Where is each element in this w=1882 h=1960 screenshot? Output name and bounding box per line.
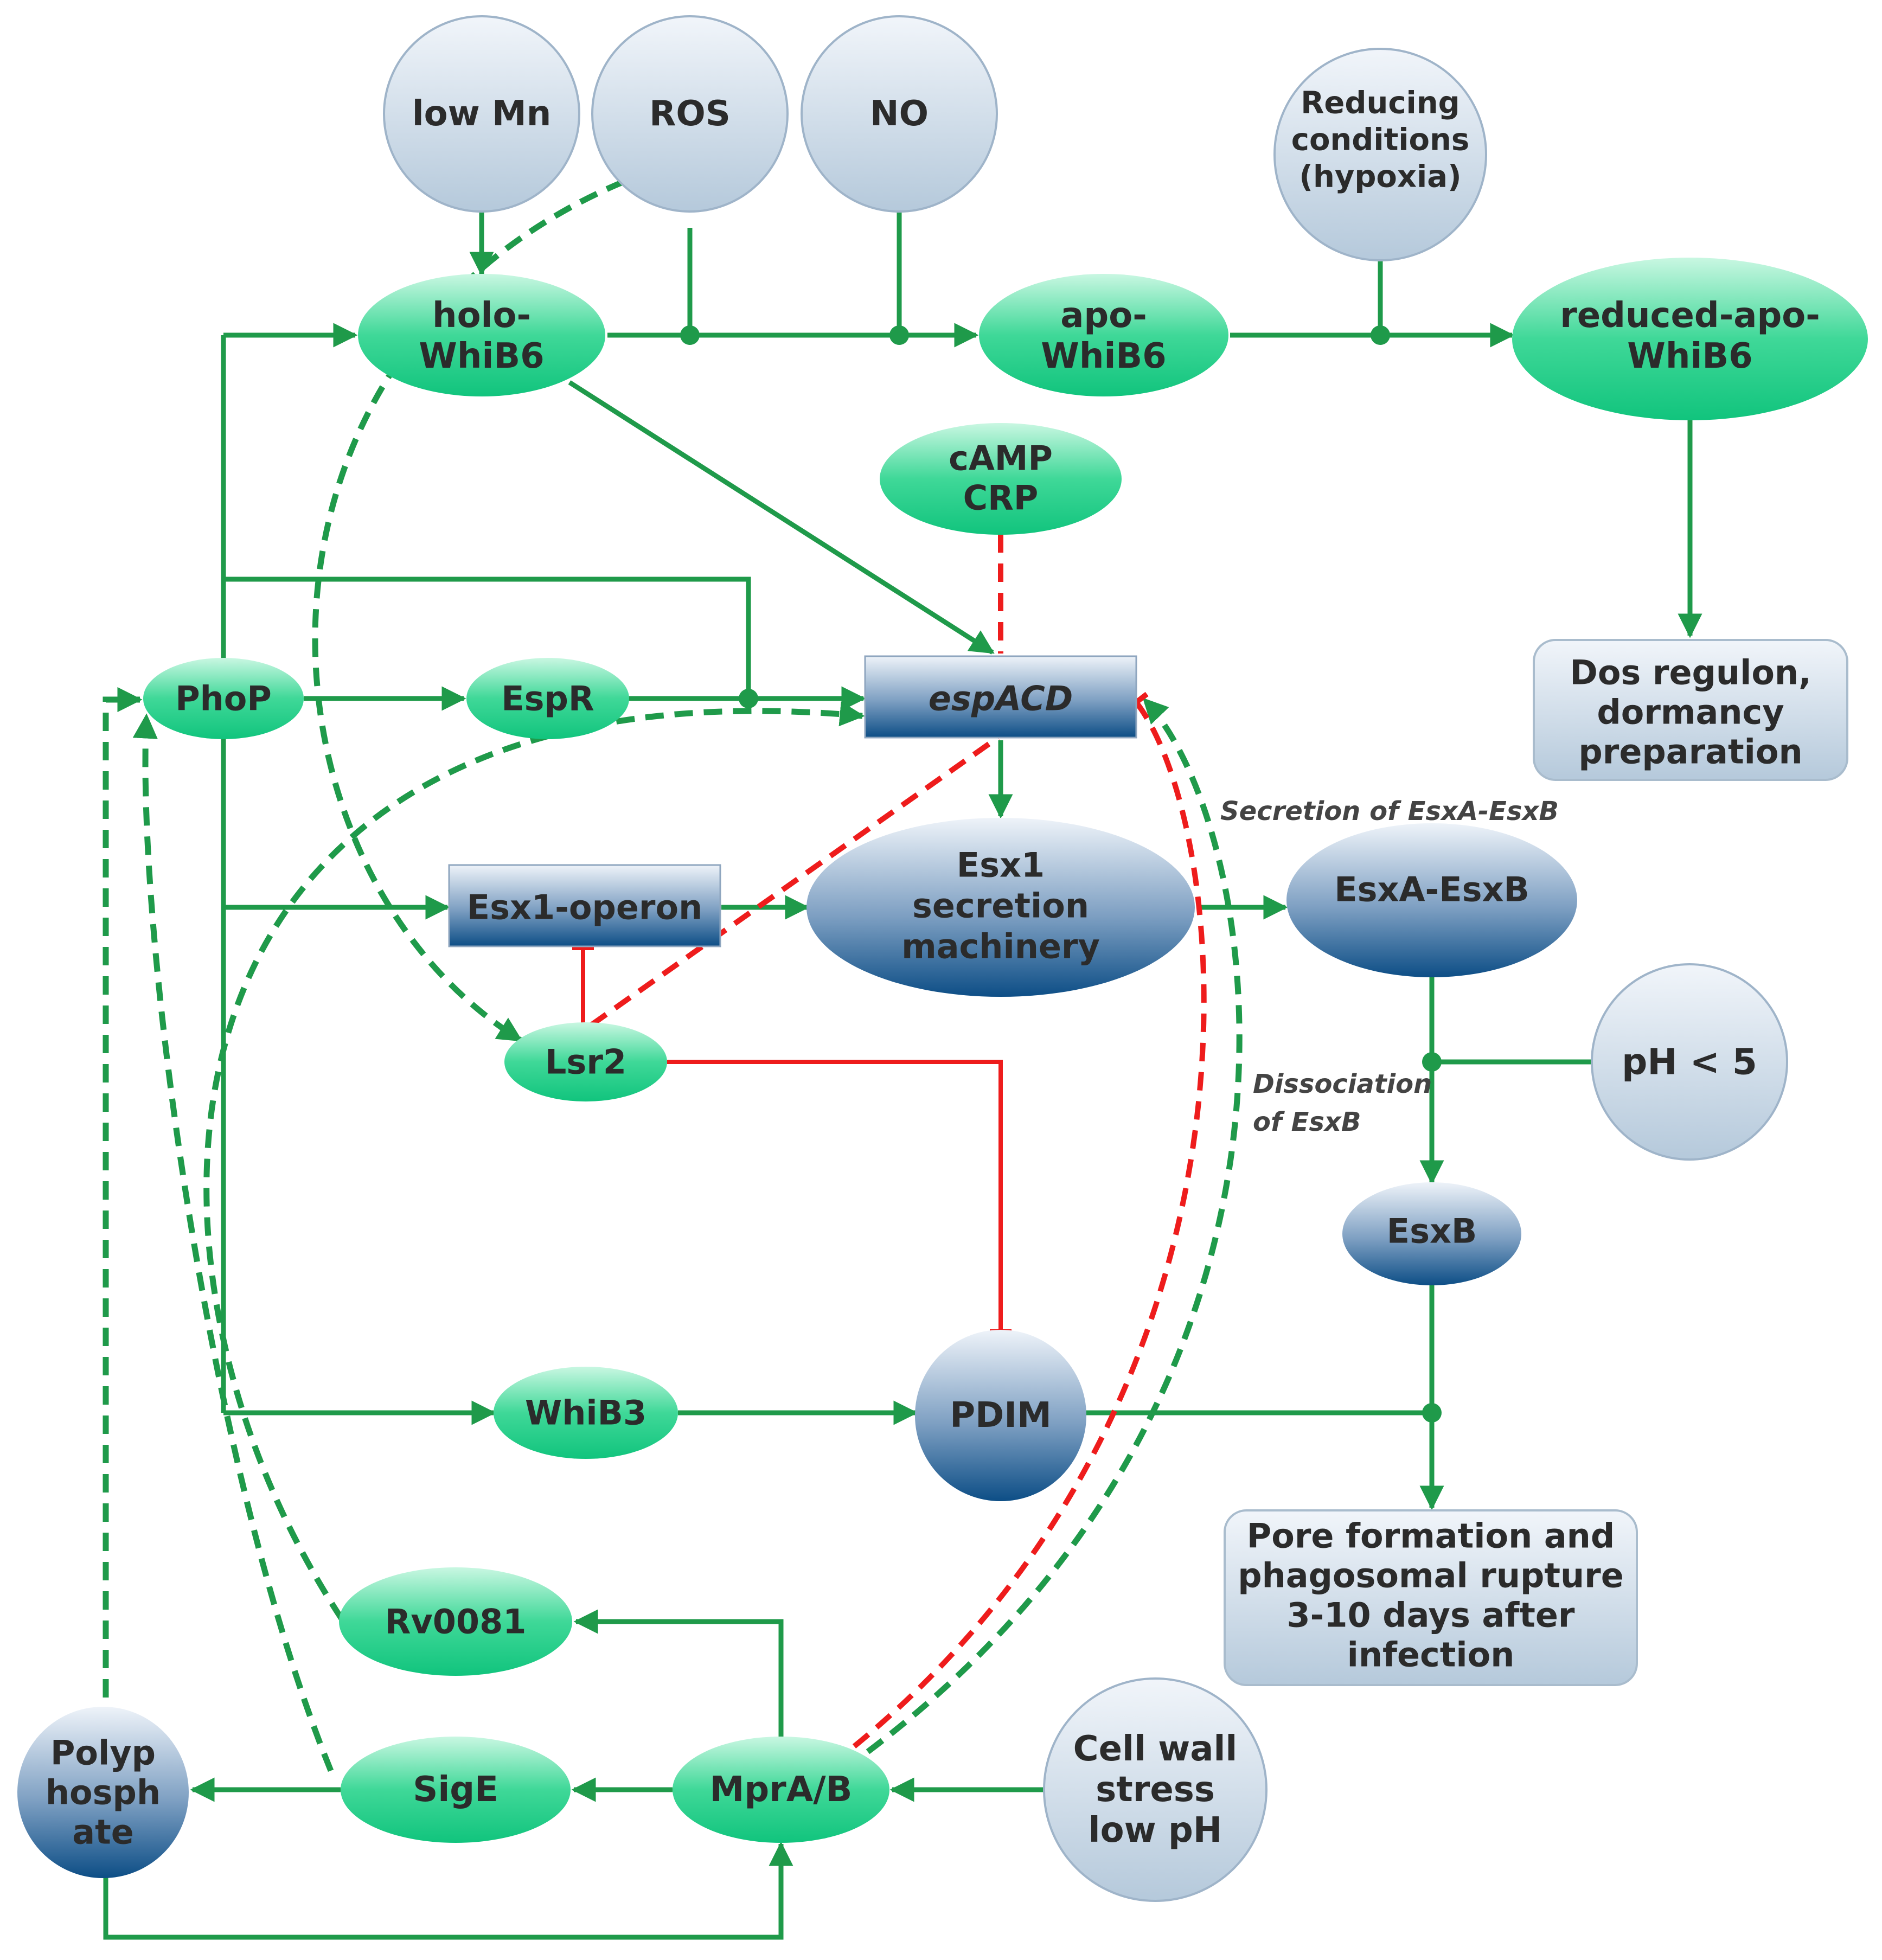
- reduced-apo-line-2: WhiB6: [1627, 336, 1752, 376]
- dos-line-3: preparation: [1578, 732, 1802, 772]
- espr-label: EspR: [501, 679, 594, 719]
- ph-label: pH < 5: [1622, 1041, 1757, 1083]
- junction-ph: [1422, 1052, 1442, 1072]
- node-dos-regulon: Dos regulon, dormancy preparation: [1533, 639, 1848, 781]
- camp-crp-line-1: cAMP: [949, 439, 1053, 478]
- node-low-mn: low Mn: [383, 15, 580, 213]
- node-rv0081: Rv0081: [339, 1567, 572, 1676]
- pore-line-4: infection: [1347, 1635, 1515, 1675]
- node-phop: PhoP: [143, 658, 304, 739]
- node-apo-whib6: apo- WhiB6: [979, 274, 1228, 396]
- pore-line-3: 3-10 days after: [1286, 1596, 1574, 1635]
- edge-mprab-espacd-red-dashed: [852, 691, 1207, 1748]
- node-esxb: EsxB: [1342, 1182, 1521, 1285]
- reducing-line-2: conditions: [1291, 123, 1469, 158]
- machinery-line-1: Esx1: [957, 846, 1045, 885]
- mprab-label: MprA/B: [710, 1770, 853, 1810]
- esxb-label: EsxB: [1387, 1212, 1477, 1251]
- apo-whib6-line-1: apo-: [1060, 296, 1147, 336]
- holo-whib6-line-1: holo-: [432, 296, 531, 336]
- edge-rv0081-espacd-dashed: [203, 701, 865, 1621]
- pdim-label: PDIM: [950, 1395, 1052, 1436]
- node-ros: ROS: [591, 15, 789, 213]
- esxa-esxb-label: EsxA-EsxB: [1334, 870, 1529, 909]
- phop-label: PhoP: [175, 679, 272, 719]
- junction-no: [889, 325, 909, 345]
- rv0081-label: Rv0081: [385, 1602, 527, 1642]
- machinery-line-2: secretion: [912, 886, 1089, 926]
- node-camp-crp: cAMP CRP: [880, 423, 1122, 535]
- node-sige: SigE: [341, 1737, 571, 1843]
- node-whib3: WhiB3: [494, 1367, 678, 1459]
- node-espacd: espACD: [864, 655, 1137, 739]
- apo-whib6-line-2: WhiB6: [1041, 336, 1166, 376]
- pore-line-1: Pore formation and: [1247, 1516, 1615, 1556]
- node-esx1-machinery: Esx1 secretion machinery: [806, 818, 1195, 997]
- cellwall-line-3: low pH: [1089, 1810, 1222, 1850]
- low-mn-label: low Mn: [412, 94, 552, 134]
- esx1-operon-label: Esx1-operon: [467, 888, 702, 927]
- node-pdim: PDIM: [915, 1330, 1086, 1501]
- node-ph-lt-5: pH < 5: [1591, 963, 1788, 1161]
- no-label: NO: [870, 94, 929, 134]
- polyp-line-2: hosph: [46, 1773, 161, 1812]
- node-esx1-operon: Esx1-operon: [448, 864, 721, 947]
- annotation-dissociation-1: Dissociation: [1253, 1069, 1432, 1099]
- junction-pdim: [1422, 1403, 1442, 1423]
- dos-line-1: Dos regulon,: [1570, 653, 1811, 693]
- reducing-line-3: (hypoxia): [1299, 159, 1461, 195]
- node-reducing-conditions: Reducing conditions (hypoxia): [1273, 48, 1487, 261]
- edge-polyp-mprab: [103, 1841, 793, 1940]
- node-cell-wall-stress: Cell wall stress low pH: [1043, 1677, 1268, 1902]
- cellwall-line-1: Cell wall: [1073, 1729, 1238, 1769]
- machinery-line-3: machinery: [901, 927, 1100, 966]
- node-esxa-esxb: EsxA-EsxB: [1286, 823, 1577, 977]
- edge-lsr2-espacd: [590, 735, 1000, 1028]
- node-mprab: MprA/B: [673, 1737, 889, 1843]
- espacd-label: espACD: [929, 679, 1073, 719]
- pore-line-2: phagosomal rupture: [1238, 1556, 1624, 1596]
- edge-holo-espacd: [568, 380, 995, 655]
- node-no: NO: [801, 15, 998, 213]
- junction-reducing: [1371, 325, 1390, 345]
- edge-polyp-phop-dashed: [103, 687, 143, 1698]
- annotation-dissociation-2: of EsxB: [1253, 1107, 1361, 1137]
- junction-ros: [680, 325, 700, 345]
- reduced-apo-line-1: reduced-apo-: [1560, 296, 1820, 336]
- ros-label: ROS: [649, 94, 731, 134]
- edge-sige-phop-dashed: [132, 713, 334, 1772]
- camp-crp-line-2: CRP: [963, 478, 1039, 518]
- node-lsr2: Lsr2: [504, 1022, 667, 1101]
- whib3-label: WhiB3: [525, 1393, 646, 1433]
- dos-line-2: dormancy: [1597, 693, 1784, 732]
- node-holo-whib6: holo- WhiB6: [358, 274, 605, 396]
- edge-lsr2-pdim: [667, 1060, 1012, 1334]
- cellwall-line-2: stress: [1096, 1770, 1215, 1810]
- annotation-secretion: Secretion of EsxA-EsxB: [1220, 796, 1559, 827]
- reducing-line-1: Reducing: [1301, 86, 1459, 121]
- polyp-line-3: ate: [72, 1812, 134, 1852]
- node-espr: EspR: [466, 658, 629, 739]
- edge-mprab-espacd-green-dashed: [866, 697, 1243, 1754]
- polyp-line-1: Polyp: [50, 1733, 156, 1773]
- node-polyphosphate: Polyp hosph ate: [17, 1707, 189, 1878]
- holo-whib6-line-2: WhiB6: [419, 336, 544, 376]
- node-reduced-apo-whib6: reduced-apo- WhiB6: [1512, 258, 1868, 420]
- edges: [103, 178, 1702, 1940]
- edge-mprab-rv0081: [573, 1609, 784, 1738]
- node-pore-formation: Pore formation and phagosomal rupture 3-…: [1224, 1509, 1638, 1686]
- lsr2-label: Lsr2: [545, 1042, 626, 1082]
- edge-phop-espacd-loop: [223, 577, 751, 699]
- sige-label: SigE: [413, 1770, 498, 1810]
